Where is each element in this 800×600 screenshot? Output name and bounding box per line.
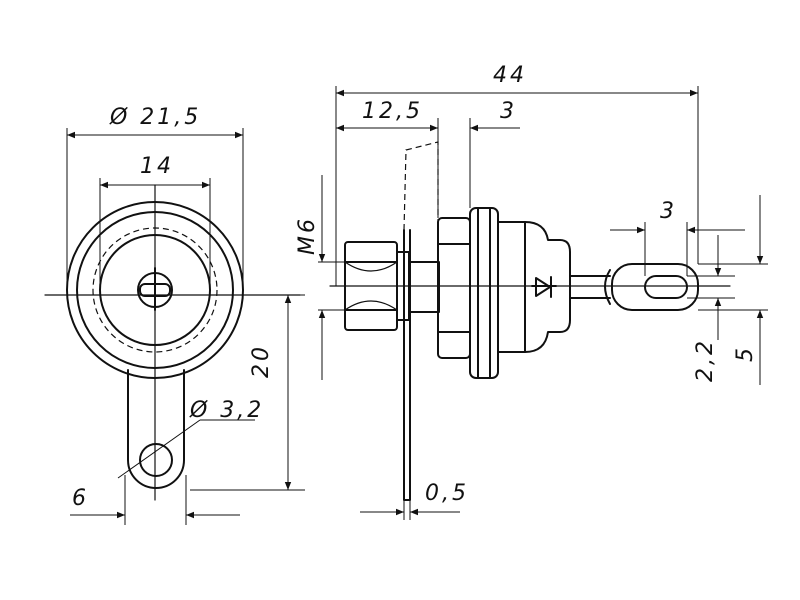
- dim-terminal-height-5: 5: [698, 195, 768, 385]
- dim-slot-width-3: 3: [610, 199, 745, 276]
- dim-height-20-label: 20: [249, 344, 274, 378]
- dim-terminal-height-5-label: 5: [733, 345, 758, 362]
- dim-length-12-5: 12,5 3: [336, 99, 520, 218]
- dim-thread-m6: M6: [295, 175, 345, 380]
- dim-outer-diameter-label: Ø 21,5: [109, 105, 201, 130]
- dim-width-6-label: 6: [72, 486, 89, 511]
- dim-slot-height-2-2: 2,2: [687, 235, 735, 382]
- diode-symbol-icon: [531, 276, 557, 298]
- dim-length-12-5-label: 12,5: [362, 99, 423, 124]
- dim-hole-diameter: Ø 3,2: [117, 398, 264, 479]
- dim-outer-diameter: Ø 21,5: [66, 105, 244, 290]
- dim-length-44: 44: [335, 63, 699, 286]
- side-view: [329, 141, 731, 501]
- dim-height-20: 20: [190, 294, 305, 491]
- dim-slot-width-3-label: 3: [660, 199, 677, 224]
- dim-thread-m6-label: M6: [295, 216, 320, 255]
- dim-thickness-0-5-label: 0,5: [425, 481, 469, 506]
- dim-width-6: 6: [70, 475, 240, 525]
- dim-hole-diameter-label: Ø 3,2: [189, 398, 264, 423]
- dim-length-3-top-label: 3: [500, 99, 517, 124]
- front-view: [44, 184, 301, 501]
- dim-width-14: 14: [99, 154, 211, 290]
- dim-slot-height-2-2-label: 2,2: [693, 338, 718, 382]
- dim-thickness-0-5: 0,5: [360, 481, 469, 520]
- dim-width-14-label: 14: [140, 154, 174, 179]
- dim-length-44-label: 44: [493, 63, 527, 88]
